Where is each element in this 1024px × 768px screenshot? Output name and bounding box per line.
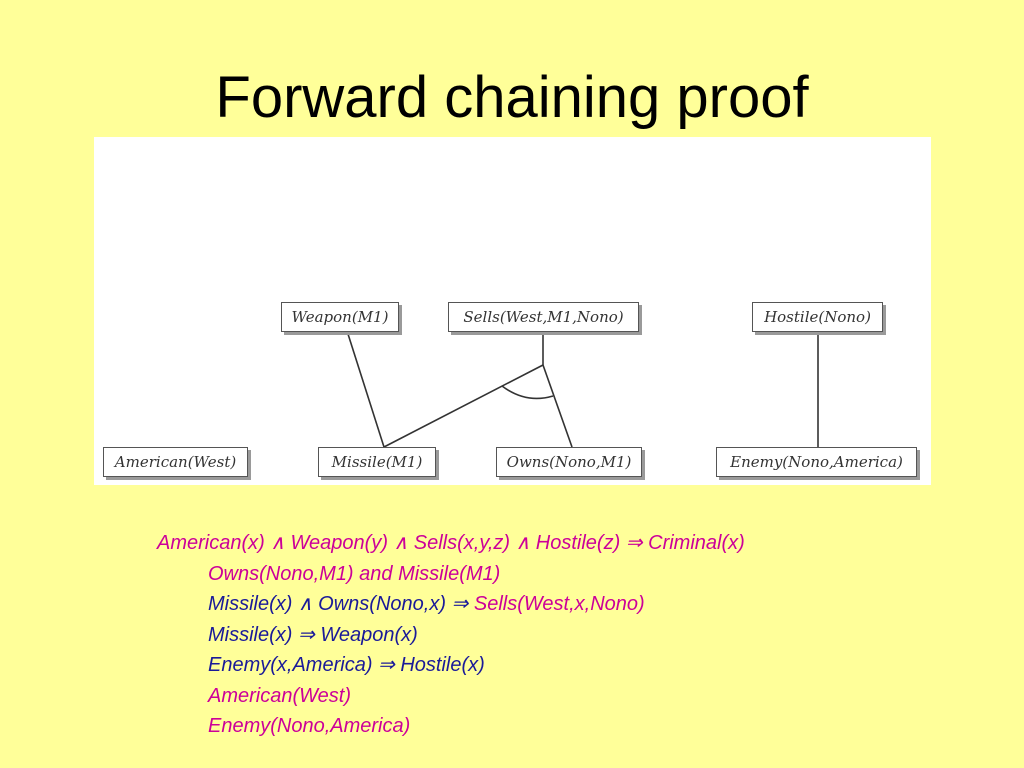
slide-title: Forward chaining proof <box>215 65 809 130</box>
edge-weapon-missile <box>347 333 385 448</box>
node-missile-m1: Missile(M1) <box>318 447 436 477</box>
rule-premise: Enemy(x,America) ⇒ <box>208 654 401 676</box>
kb-rule-hostile: Enemy(x,America) ⇒ Hostile(x) <box>157 650 745 681</box>
proof-tree-diagram: Weapon(M1) Sells(West,M1,Nono) Hostile(N… <box>94 137 931 485</box>
kb-rule-weapon: Missile(x) ⇒ Weapon(x) <box>157 620 745 651</box>
kb-fact-enemy: Enemy(Nono,America) <box>208 715 411 737</box>
node-weapon-m1: Weapon(M1) <box>281 302 399 332</box>
rule-premise: Missile(x) ∧ Owns(Nono,x) ⇒ <box>208 593 474 615</box>
kb-rule-sells: Missile(x) ∧ Owns(Nono,x) ⇒ Sells(West,x… <box>157 589 745 620</box>
rule-conclusion: Weapon(x) <box>320 623 418 646</box>
rule-premise: Missile(x) ⇒ <box>208 623 321 646</box>
rule-conclusion: Sells(West,x,Nono) <box>473 593 645 615</box>
rule-conclusion: Hostile(x) <box>400 654 485 676</box>
kb-rule-criminal: American(x) ∧ Weapon(y) ∧ Sells(x,y,z) ∧… <box>157 528 745 559</box>
conjunction-arc <box>501 385 554 400</box>
node-owns-nono-m1: Owns(Nono,M1) <box>496 447 642 477</box>
edge-sells-owns <box>542 364 573 448</box>
node-sells-west-m1-nono: Sells(West,M1,Nono) <box>448 302 639 332</box>
node-hostile-nono: Hostile(Nono) <box>752 302 883 332</box>
proof-tree-edges <box>347 333 819 448</box>
node-american-west: American(West) <box>103 447 248 477</box>
edge-sells-missile <box>383 364 544 448</box>
knowledge-base: American(x) ∧ Weapon(y) ∧ Sells(x,y,z) ∧… <box>157 528 745 742</box>
kb-fact-owns-missile: Owns(Nono,M1) and Missile(M1) <box>208 562 501 585</box>
kb-fact-american: American(West) <box>208 684 351 707</box>
rule-conclusion: Criminal(x) <box>648 532 745 554</box>
node-enemy-nono-america: Enemy(Nono,America) <box>716 447 917 477</box>
rule-premise: American(x) ∧ Weapon(y) ∧ Sells(x,y,z) ∧… <box>157 532 649 554</box>
